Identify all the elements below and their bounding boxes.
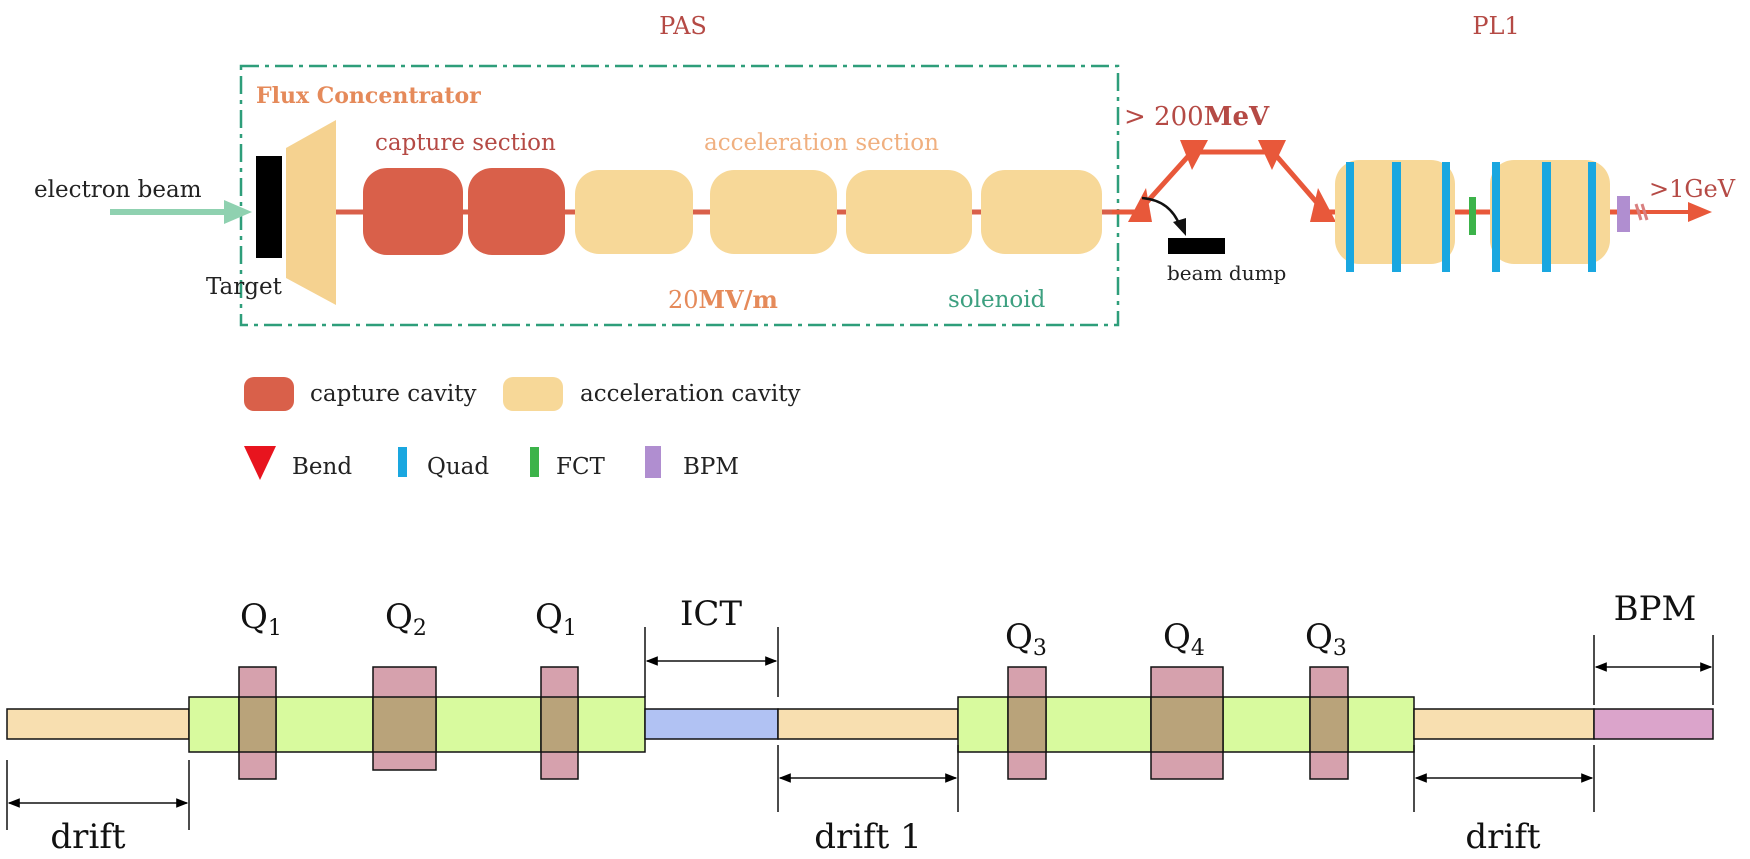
gradient-label: 20MV/m xyxy=(668,285,778,314)
lattice-q4 xyxy=(1150,666,1224,780)
label-q1-right-sub: 1 xyxy=(563,616,577,641)
lattice-q2 xyxy=(372,666,437,771)
legend-acceleration-swatch xyxy=(503,377,563,411)
energy-1gev-label: >1GeV xyxy=(1649,175,1736,203)
legend-fct-label: FCT xyxy=(556,454,606,480)
top-schematic: PAS PL1 electron beam Target Flux Concen… xyxy=(34,12,1736,327)
acceleration-section-label: acceleration section xyxy=(704,130,939,156)
bend-magnet-1 xyxy=(1128,188,1152,222)
label-q3-left-sub: 3 xyxy=(1033,636,1047,661)
flux-concentrator xyxy=(286,120,336,305)
pas-label: PAS xyxy=(659,12,707,40)
pl1-quad-1 xyxy=(1346,162,1354,272)
pl1-bpm xyxy=(1617,196,1630,232)
legend-bpm-icon xyxy=(645,446,661,478)
lattice-q1-right xyxy=(540,666,579,780)
label-q1-right-q: Q xyxy=(535,597,563,637)
label-q1-left-sub: 1 xyxy=(268,616,282,641)
label-q1-right: Q1 xyxy=(535,597,577,641)
acceleration-cavity-2 xyxy=(710,170,837,254)
energy-200mev-value: > 200 xyxy=(1124,102,1204,132)
legend-quad-icon xyxy=(398,447,407,477)
legend-acceleration-label: acceleration cavity xyxy=(580,381,801,407)
label-q3-right-sub: 3 xyxy=(1333,636,1347,661)
bend-magnet-4 xyxy=(1310,188,1336,222)
lattice-ict xyxy=(644,708,779,740)
label-q2: Q2 xyxy=(385,597,427,641)
flux-concentrator-label: Flux Concentrator xyxy=(256,83,481,109)
pl1-quad-2 xyxy=(1392,162,1401,272)
pl1-quad-4 xyxy=(1492,162,1500,272)
lattice-labels: Q1 Q2 Q1 ICT Q3 Q4 Q3 BPM drift drift 1 … xyxy=(50,589,1696,857)
pl1-label: PL1 xyxy=(1472,12,1519,40)
beam-dump xyxy=(1168,238,1225,254)
energy-200mev-unit: MeV xyxy=(1204,102,1270,132)
gradient-unit: MV/m xyxy=(699,285,778,314)
electron-beam-label: electron beam xyxy=(34,177,202,203)
gradient-value: 20 xyxy=(668,286,699,314)
acceleration-cavity-1 xyxy=(575,170,693,254)
capture-cavity-1 xyxy=(363,168,463,255)
solenoid-label: solenoid xyxy=(948,287,1046,313)
label-q4-q: Q xyxy=(1163,617,1191,657)
pas-boundary xyxy=(239,64,1120,327)
beam-dump-label: beam dump xyxy=(1167,261,1286,285)
legend-bpm-label: BPM xyxy=(683,454,739,480)
label-drift-right: drift xyxy=(1465,817,1540,857)
label-q2-sub: 2 xyxy=(413,616,427,641)
target xyxy=(256,156,282,258)
capture-section-label: capture section xyxy=(375,130,556,156)
lattice-q3-right xyxy=(1309,666,1349,780)
legend-fct-icon xyxy=(530,447,539,477)
output-arrow-head xyxy=(1688,202,1712,222)
target-label: Target xyxy=(206,274,283,300)
label-drift-left: drift xyxy=(50,817,125,857)
bottom-lattice xyxy=(6,627,1714,830)
label-q4-sub: 4 xyxy=(1191,636,1205,661)
pl1-quad-3 xyxy=(1442,162,1450,272)
pl1-quad-6 xyxy=(1588,162,1596,272)
electron-beam-arrow xyxy=(110,200,252,224)
pl1-quad-5 xyxy=(1542,162,1551,272)
energy-200mev-label: > 200MeV xyxy=(1124,102,1270,132)
label-q3-right-q: Q xyxy=(1305,617,1333,657)
legend-capture-label: capture cavity xyxy=(310,381,476,407)
lattice-drift1 xyxy=(777,708,959,740)
label-drift1: drift 1 xyxy=(814,817,922,857)
capture-cavity-2 xyxy=(468,168,565,255)
legend-quad-label: Quad xyxy=(427,454,489,480)
legend-bend-icon xyxy=(244,446,276,480)
output-break-mark xyxy=(1634,203,1649,221)
label-ict: ICT xyxy=(680,594,742,634)
label-q4: Q4 xyxy=(1163,617,1205,661)
label-q3-right: Q3 xyxy=(1305,617,1347,661)
label-q3-left-q: Q xyxy=(1005,617,1033,657)
acceleration-cavity-3 xyxy=(846,170,972,254)
acceleration-cavity-4 xyxy=(981,170,1102,254)
lattice-bpm xyxy=(1593,708,1714,740)
beam-dump-arrow-head xyxy=(1173,218,1186,236)
pl1-fct xyxy=(1469,197,1476,235)
bend-magnet-2 xyxy=(1180,140,1208,170)
legend: capture cavity acceleration cavity Bend … xyxy=(244,377,801,480)
lattice-q1-left xyxy=(238,666,277,780)
lattice-drift-right xyxy=(1413,708,1595,740)
label-q1-left-q: Q xyxy=(240,597,268,637)
label-bpm: BPM xyxy=(1614,589,1697,629)
label-q1-left: Q1 xyxy=(240,597,282,641)
legend-capture-swatch xyxy=(244,377,294,411)
legend-bend-label: Bend xyxy=(292,454,352,480)
label-q3-left: Q3 xyxy=(1005,617,1047,661)
lattice-drift-left xyxy=(6,708,190,740)
lattice-q3-left xyxy=(1007,666,1047,780)
label-q2-q: Q xyxy=(385,597,413,637)
bend-magnet-3 xyxy=(1258,140,1286,170)
